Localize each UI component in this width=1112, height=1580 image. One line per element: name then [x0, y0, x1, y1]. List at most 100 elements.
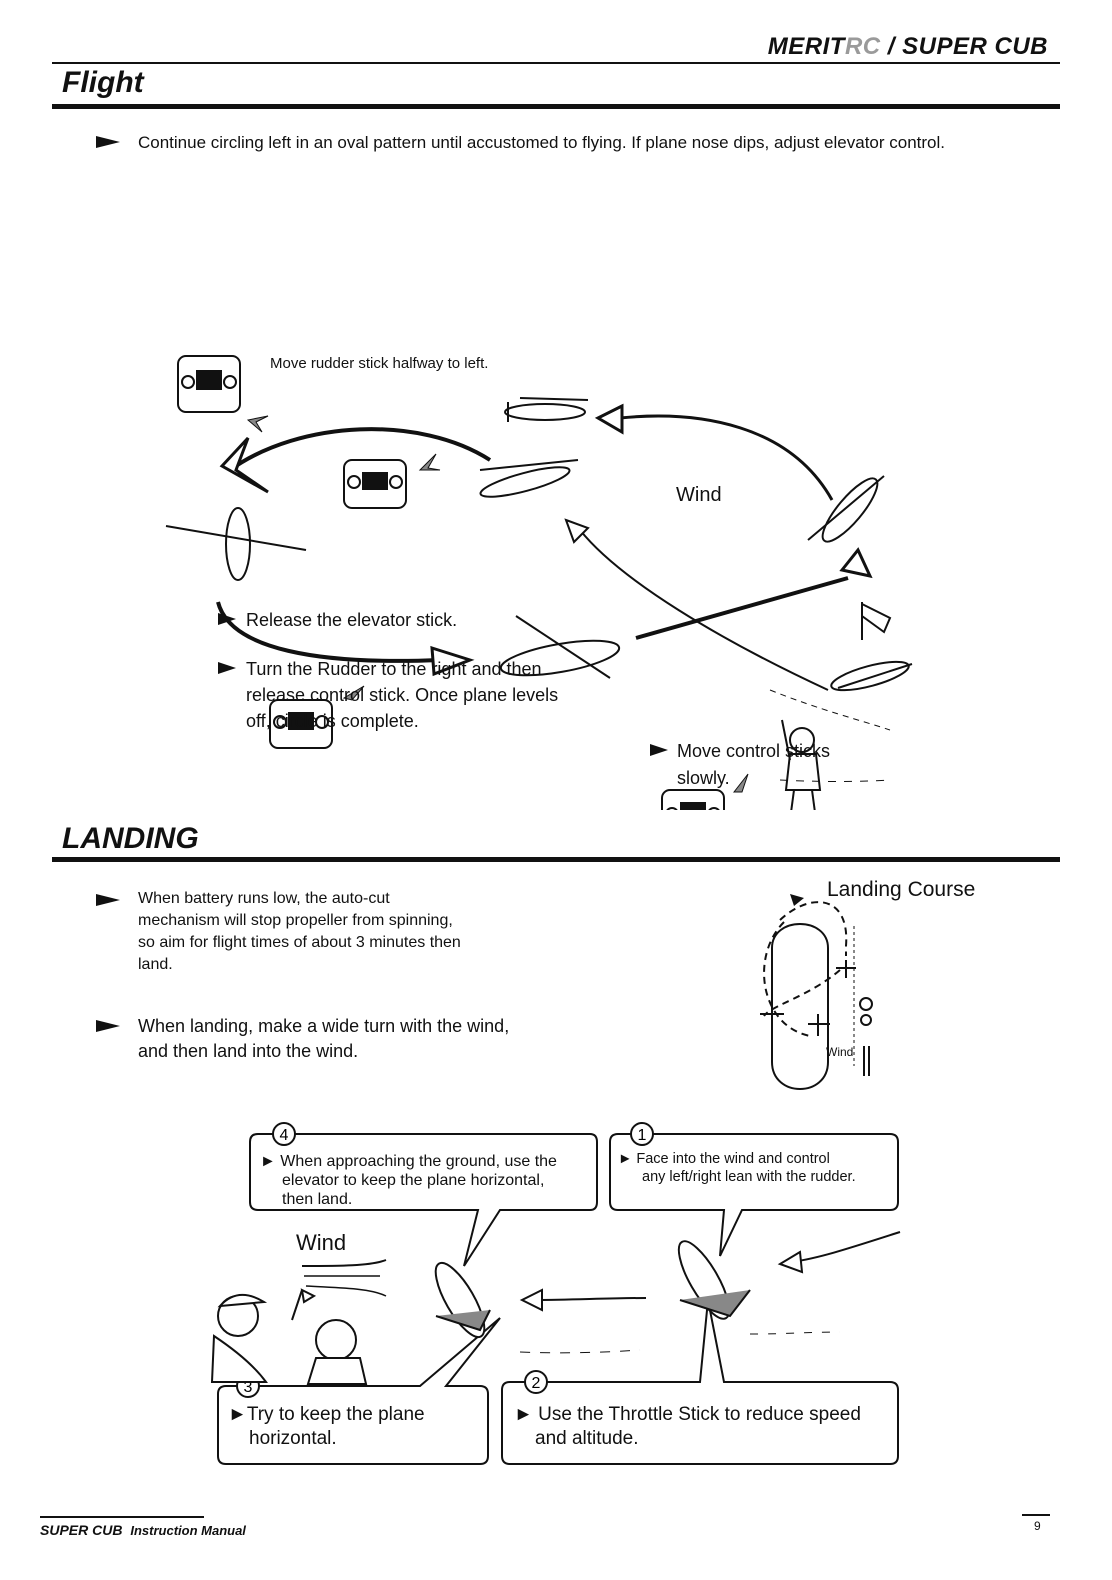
transmitter-icon-1: [177, 355, 241, 413]
step-3-line-2: horizontal.: [249, 1428, 337, 1449]
move-sticks-line-2: slowly.: [677, 768, 730, 788]
step-number-circle-2: 2: [524, 1370, 548, 1394]
bullet-arrow-icon: [218, 612, 236, 631]
page-number: 9: [1034, 1519, 1041, 1533]
step-3-line-1: Try to keep the plane: [246, 1404, 425, 1425]
airplane-icon: [677, 1240, 751, 1320]
landing-sequence-diagram: 4 1 3 2: [210, 1122, 901, 1465]
flight-intro: Continue circling left in an oval patter…: [138, 133, 946, 152]
stick-arrow-icon: [342, 685, 365, 701]
speech-bubble-4: [249, 1133, 598, 1267]
footer-title: SUPER CUB Instruction Manual: [40, 1522, 246, 1538]
speech-bubble-3: [217, 1317, 501, 1465]
turn-rudder-line-3: off, circle is complete.: [246, 711, 419, 731]
step-1-line-2: any left/right lean with the rudder.: [642, 1169, 856, 1185]
airplane-icon: [807, 475, 885, 543]
bullet-arrow-icon: [96, 1018, 120, 1039]
turn-rudder-line-1: Turn the Rudder to the right and then: [246, 659, 542, 679]
airplane-icon: [830, 660, 913, 692]
step-num-3: 3: [244, 1379, 253, 1396]
battery-note: When battery runs low, the auto-cut mech…: [138, 888, 461, 976]
flight-wind-label: Wind: [676, 484, 722, 506]
wide-turn-line-1: When landing, make a wide turn with the …: [138, 1016, 510, 1036]
landing-course-title: Landing Course: [827, 878, 976, 901]
battery-line-1: When battery runs low, the auto-cut: [138, 890, 390, 907]
pilot-figure: [781, 719, 822, 810]
step-num-4: 4: [280, 1127, 289, 1144]
header-rule: [52, 62, 1060, 64]
bullet-arrow-icon: [96, 892, 120, 913]
stick-arrow-icon: [732, 773, 749, 793]
airplane-icon: [434, 1261, 491, 1339]
transmitter-icon-3: [269, 699, 333, 749]
brand-merit: MERIT: [767, 33, 845, 60]
step-2-text: ► Use the Throttle Stick to reduce speed…: [514, 1403, 904, 1451]
airplane-icon: [499, 615, 621, 679]
landing-wind-label: Wind: [296, 1230, 347, 1255]
landing-course-diagram: [760, 894, 873, 1090]
battery-line-4: land.: [138, 956, 173, 973]
speech-bubble-2: [501, 1299, 899, 1465]
course-wind-label: Wind: [826, 1045, 854, 1059]
footer-rule: [40, 1516, 204, 1518]
step-4-line-1: When approaching the ground, use the: [280, 1153, 557, 1170]
step-number-circle-1: 1: [630, 1122, 654, 1146]
bullet-arrow-icon: [96, 134, 120, 155]
step-2-line-1: Use the Throttle Stick to reduce speed: [538, 1404, 861, 1425]
step-4-text: ► When approaching the ground, use the e…: [260, 1152, 596, 1209]
step-1-text: ► Face into the wind and control any lef…: [618, 1150, 904, 1186]
bullet-arrow-icon: ►: [618, 1151, 633, 1167]
bottom-turn-arrowhead: [430, 645, 475, 677]
wind-line-upper: [635, 576, 849, 640]
bullet-arrow-icon: ►: [228, 1404, 247, 1425]
footer-manual: Instruction Manual: [130, 1523, 246, 1538]
airplane-icon: [165, 507, 307, 581]
step-4-line-2: elevator to keep the plane horizontal,: [282, 1172, 545, 1189]
top-right-arrowhead: [594, 403, 624, 435]
flight-title-rule: [52, 104, 1060, 109]
battery-line-3: so aim for flight times of about 3 minut…: [138, 934, 461, 951]
step-4-line-3: then land.: [282, 1191, 353, 1208]
bullet-arrow-icon: [218, 661, 236, 680]
airplane-icon: [808, 1014, 830, 1036]
return-arrow: [579, 529, 829, 691]
wide-turn-note: When landing, make a wide turn with the …: [138, 1014, 509, 1064]
battery-line-2: mechanism will stop propeller from spinn…: [138, 912, 453, 929]
wide-turn-line-2: and then land into the wind.: [138, 1041, 359, 1061]
page-number-rule: [1022, 1514, 1050, 1516]
flight-title: Flight: [62, 66, 144, 99]
step-num-1: 1: [638, 1127, 647, 1144]
release-elevator-text: Release the elevator stick.: [246, 610, 458, 630]
airplane-icon: [836, 960, 856, 978]
turn-rudder-line-2: release control stick. Once plane levels: [246, 685, 559, 705]
landing-title: LANDING: [62, 822, 199, 855]
brand-model: / SUPER CUB: [880, 33, 1048, 60]
top-right-arrow: [619, 414, 834, 501]
speech-bubble-1: [609, 1133, 899, 1257]
step-1-line-1: Face into the wind and control: [636, 1151, 830, 1167]
airplane-icon: [504, 397, 589, 422]
airplane-icon: [479, 459, 579, 498]
course-oval: [771, 923, 829, 1090]
left-turn-arrowhead: [219, 436, 269, 494]
move-sticks-line-1: Move control sticks: [677, 741, 831, 761]
footer-model: SUPER CUB: [40, 1522, 123, 1538]
step-num-2: 2: [532, 1375, 541, 1392]
airplane-icon: [760, 1004, 784, 1024]
flight-pattern-diagram: [165, 355, 913, 810]
transmitter-icon-4: [661, 789, 725, 810]
rudder-note: Move rudder stick halfway to left.: [270, 355, 489, 372]
pilot-icon: [859, 997, 873, 1011]
transmitter-icon-2: [343, 459, 407, 509]
pilot-figures: [210, 1288, 368, 1385]
step-3-text: ►Try to keep the plane horizontal.: [228, 1403, 488, 1451]
landing-title-rule: [52, 857, 1060, 862]
climb-arrowhead: [839, 547, 873, 579]
step-number-circle-4: 4: [272, 1122, 296, 1146]
bullet-arrow-icon: ►: [260, 1153, 276, 1170]
bullet-arrow-icon: [650, 743, 668, 762]
windsock-icon: [861, 602, 892, 640]
step-2-line-2: and altitude.: [535, 1428, 639, 1449]
stick-arrow-icon: [246, 415, 269, 433]
left-turn-arrow: [228, 427, 492, 472]
